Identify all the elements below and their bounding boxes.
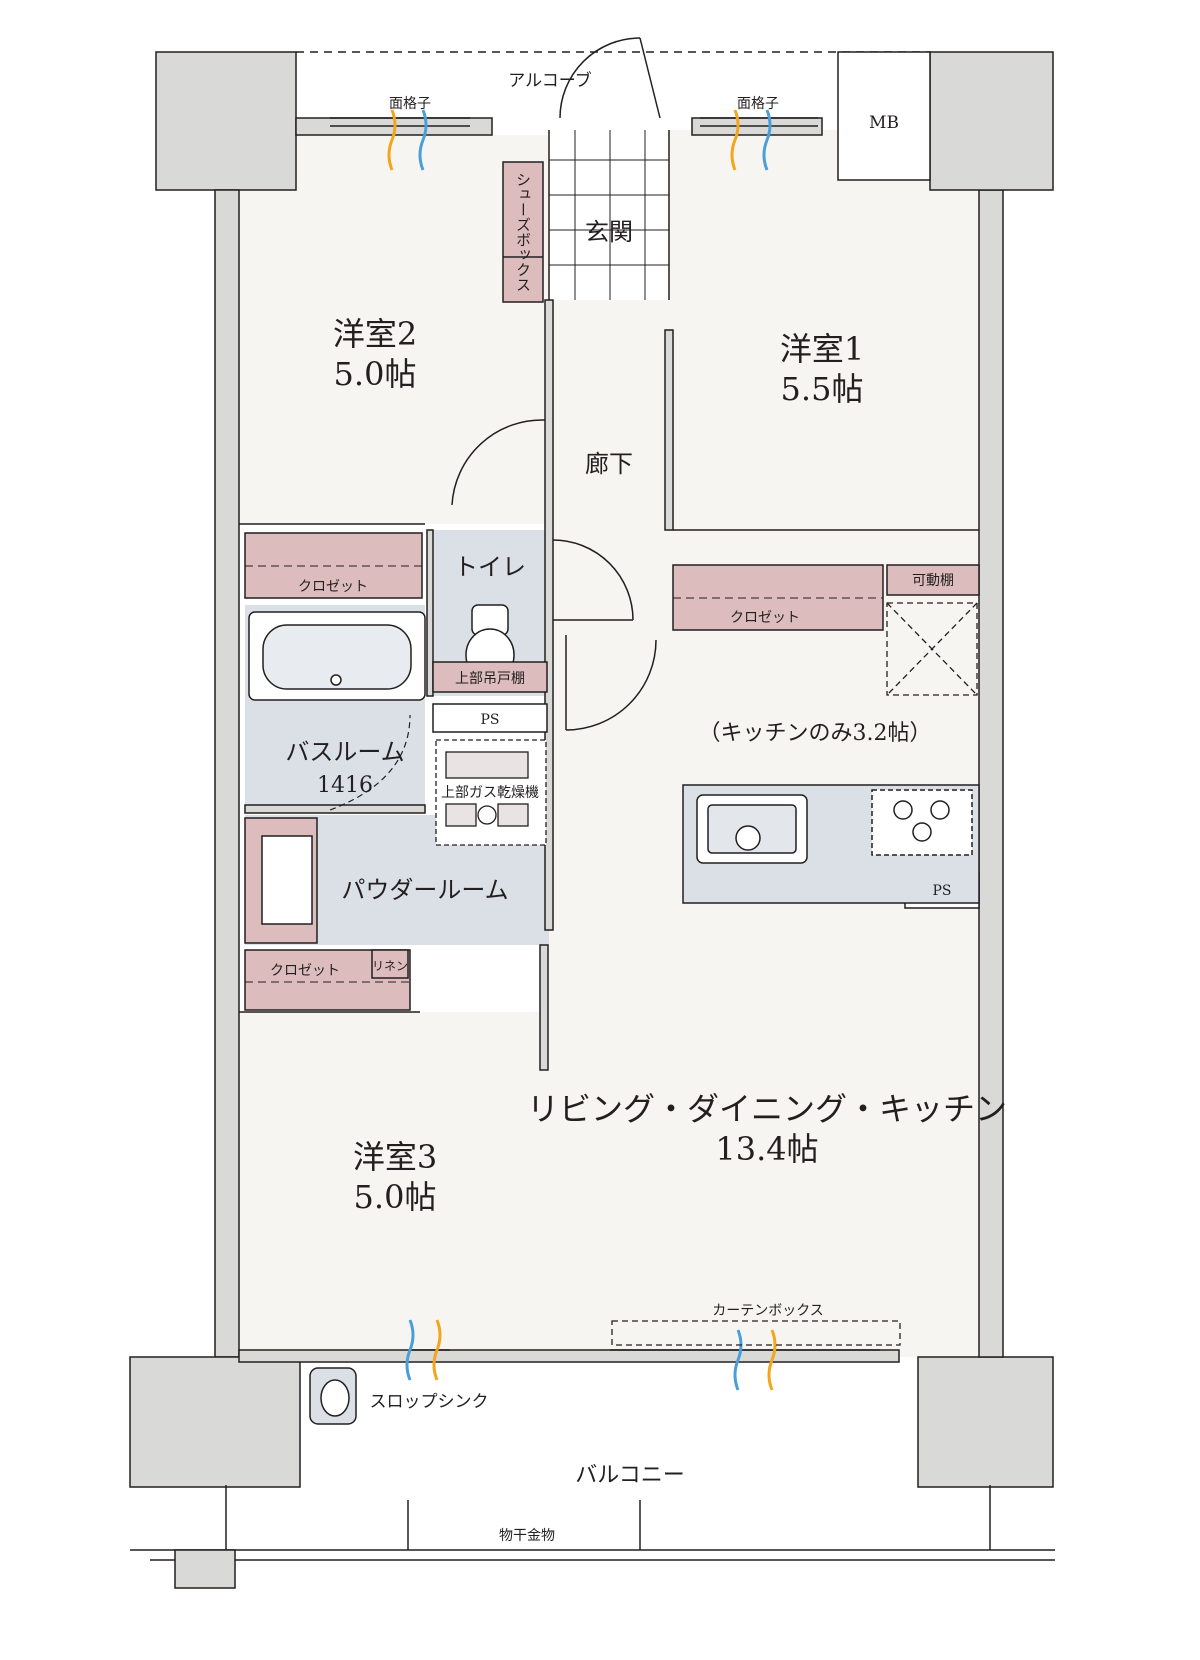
outline: [239, 51, 979, 1013]
bathroom-door[interactable]: [329, 714, 411, 811]
alcove-label: アルコーブ: [508, 70, 591, 91]
balcony-label: バルコニー: [575, 1463, 685, 1488]
closet-western2-label: クロゼット: [298, 579, 368, 595]
western2-floor: [239, 135, 549, 524]
grille-left-label: 面格子: [389, 96, 431, 112]
western1-name: 洋室1: [780, 330, 864, 368]
ps-toilet-label: PS: [480, 712, 499, 728]
ldk-size: 13.4帖: [715, 1130, 818, 1168]
ps-box-toilet: [432, 703, 548, 733]
bathtub: [248, 611, 426, 701]
fridge-space: [886, 602, 978, 696]
western2-size: 5.0帖: [334, 355, 417, 393]
bathroom-name: バスルーム: [285, 738, 404, 766]
gas-dryer: [435, 739, 547, 846]
shoe-box-label: シューズボックス: [514, 172, 532, 292]
curtain-box-label: カーテンボックス: [712, 1303, 824, 1319]
airflow-marks: [387, 109, 777, 1391]
walls: [129, 51, 1054, 1488]
mb-label: MB: [869, 113, 899, 133]
western1-floor: [669, 130, 979, 530]
ldk-name: リビング・ダイニング・キッチン: [527, 1090, 1007, 1128]
drying-hardware-label: 物干金物: [499, 1528, 555, 1544]
balcony-railing: [130, 1485, 1055, 1589]
linen-closet[interactable]: [371, 949, 409, 979]
ldk-kitchen-note: （キッチンのみ3.2帖）: [699, 721, 932, 746]
grille-right-label: 面格子: [737, 96, 779, 112]
entrance-door[interactable]: [559, 37, 661, 119]
hallway-floor: [549, 300, 669, 530]
linen-label: リネン: [372, 959, 408, 973]
toilet-fixture: [432, 604, 548, 693]
curtain-box-outline: [611, 1320, 901, 1346]
slop-sink-label: スロップシンク: [370, 1392, 489, 1412]
door-swings[interactable]: [451, 419, 657, 731]
upper-shelf-label: 上部吊戸棚: [455, 671, 525, 687]
closet-western3-label: クロゼット: [270, 963, 340, 979]
entrance-tiles: [549, 130, 669, 300]
shoe-box[interactable]: [502, 161, 544, 303]
slop-sink: [309, 1367, 357, 1425]
closet-western1-label: クロゼット: [730, 610, 800, 626]
movable-shelf-label: 可動棚: [912, 573, 954, 589]
toilet-label: トイレ: [454, 553, 526, 581]
western2-name: 洋室2: [333, 315, 417, 353]
hallway-label: 廊下: [585, 450, 633, 478]
western3-size: 5.0帖: [354, 1178, 437, 1216]
bathroom-size: 1416: [317, 773, 373, 798]
western1-size: 5.5帖: [781, 370, 864, 408]
vanity: [244, 817, 318, 944]
movable-shelf[interactable]: [886, 564, 980, 596]
kitchen-counter: [682, 784, 980, 904]
powder-room-label: パウダールーム: [341, 876, 508, 904]
western3-name: 洋室3: [353, 1138, 437, 1176]
ldk-floor: [549, 530, 979, 1357]
entrance-label: 玄関: [585, 218, 633, 246]
western3-floor: [239, 1012, 549, 1357]
ps-kitchen-label: PS: [932, 883, 951, 899]
window-grilles: [330, 117, 880, 1351]
entrance-floor: [549, 130, 669, 300]
gas-dryer-label: 上部ガス乾燥機: [441, 785, 539, 801]
